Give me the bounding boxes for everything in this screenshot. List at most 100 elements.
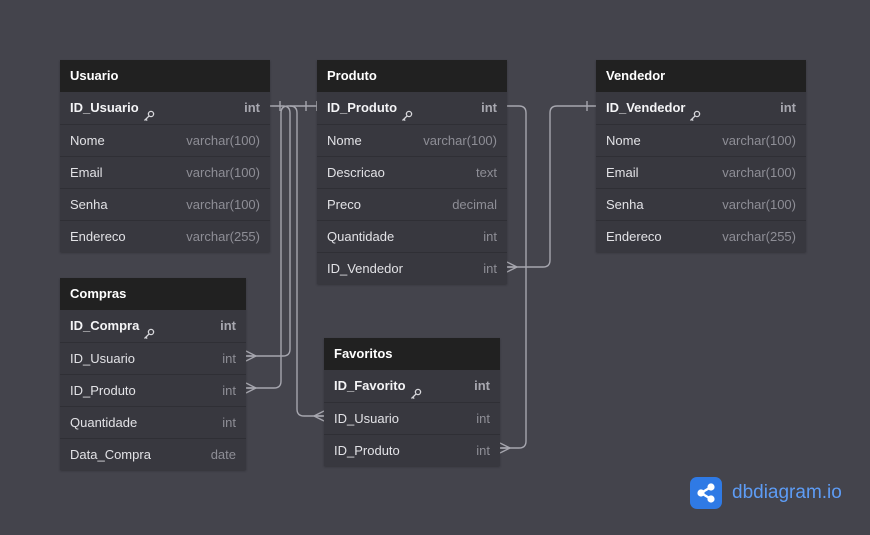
table-header-usuario[interactable]: Usuario [60, 60, 270, 92]
field-row[interactable]: ID_Usuario int [60, 342, 246, 374]
field-name: Senha [606, 189, 644, 221]
field-type: varchar(100) [186, 132, 260, 148]
field-row[interactable]: ID_Produto int [324, 434, 500, 466]
field-type: int [476, 442, 490, 458]
field-name-text: ID_Usuario [334, 410, 400, 426]
field-type: varchar(255) [722, 228, 796, 244]
one-marker-produto [305, 101, 318, 111]
table-header-favoritos[interactable]: Favoritos [324, 338, 500, 370]
field-name-text: Endereco [606, 228, 662, 244]
brand-name-tld: .io [821, 482, 842, 503]
field-row[interactable]: Endereco varchar(255) [596, 220, 806, 252]
field-name: ID_Produto [70, 375, 136, 407]
field-row[interactable]: Nome varchar(100) [60, 124, 270, 156]
field-name: ID_Usuario [70, 92, 155, 124]
field-type: int [222, 350, 236, 366]
field-type: int [483, 260, 497, 276]
field-row[interactable]: ID_Favorito int [324, 370, 500, 402]
field-name: Preco [327, 189, 361, 221]
field-row[interactable]: Quantidade int [317, 220, 507, 252]
field-row[interactable]: ID_Vendedor int [317, 252, 507, 284]
field-name-text: Preco [327, 196, 361, 212]
table-header-produto[interactable]: Produto [317, 60, 507, 92]
field-name: Data_Compra [70, 439, 151, 471]
dbdiagram-logo[interactable]: dbdiagram.io [690, 477, 842, 509]
field-name: Quantidade [70, 407, 137, 439]
field-name: ID_Vendedor [606, 92, 701, 124]
field-type: int [483, 228, 497, 244]
field-type: int [222, 414, 236, 430]
field-name: Nome [327, 125, 362, 157]
field-type: varchar(100) [186, 164, 260, 180]
field-name: ID_Usuario [70, 343, 135, 375]
field-row[interactable]: Senha varchar(100) [60, 188, 270, 220]
field-row[interactable]: Descricao text [317, 156, 507, 188]
field-name: ID_Produto [327, 92, 413, 124]
field-name: Endereco [606, 221, 662, 253]
field-name: ID_Usuario [334, 403, 399, 435]
share-icon [690, 477, 722, 509]
table-header-vendedor[interactable]: Vendedor [596, 60, 806, 92]
field-row[interactable]: ID_Usuario int [60, 92, 270, 124]
field-name: ID_Favorito [334, 370, 422, 402]
field-name-text: Quantidade [70, 414, 138, 430]
field-row[interactable]: Nome varchar(100) [317, 124, 507, 156]
field-type: int [474, 378, 490, 393]
field-type: int [780, 100, 796, 115]
field-row[interactable]: ID_Vendedor int [596, 92, 806, 124]
field-name-text: ID_Produto [334, 442, 400, 458]
field-name-text: Descricao [327, 164, 385, 180]
field-type: varchar(100) [722, 196, 796, 212]
field-name-text: ID_Usuario [70, 350, 136, 366]
field-name: ID_Compra [70, 310, 155, 342]
field-name-text: Data_Compra [70, 446, 151, 462]
many-marker-favoritos-usuario [313, 410, 325, 422]
field-type: varchar(100) [186, 196, 260, 212]
field-type: varchar(100) [722, 132, 796, 148]
field-row[interactable]: Senha varchar(100) [596, 188, 806, 220]
field-name: Email [70, 157, 103, 189]
brand-name-main: dbdiagram [732, 482, 822, 503]
relation-produto-vendedor [507, 105, 596, 268]
field-name: Nome [70, 125, 105, 157]
field-name: ID_Produto [334, 435, 400, 467]
field-name: Nome [606, 125, 641, 157]
field-name: ID_Vendedor [327, 253, 403, 285]
field-name: Senha [70, 189, 108, 221]
many-marker-compras-produto [245, 382, 257, 394]
field-name-text: Quantidade [327, 228, 395, 244]
field-name: Quantidade [327, 221, 394, 253]
field-name-text: ID_Vendedor [606, 100, 686, 115]
field-type: varchar(100) [423, 132, 497, 148]
primary-key-icon [143, 102, 155, 122]
brand-name: dbdiagram.io [732, 482, 842, 504]
field-type: varchar(100) [722, 164, 796, 180]
field-row[interactable]: Quantidade int [60, 406, 246, 438]
field-type: int [244, 100, 260, 115]
field-name-text: ID_Produto [327, 100, 398, 115]
table-header-compras[interactable]: Compras [60, 278, 246, 310]
field-name-text: Nome [606, 132, 641, 148]
field-row[interactable]: Email varchar(100) [60, 156, 270, 188]
primary-key-icon [143, 320, 155, 340]
field-name-text: Nome [327, 132, 362, 148]
field-name-text: Senha [606, 196, 644, 212]
field-type: text [476, 164, 497, 180]
many-marker-compras-usuario [245, 350, 257, 362]
field-name-text: Endereco [70, 228, 126, 244]
field-row[interactable]: Nome varchar(100) [596, 124, 806, 156]
